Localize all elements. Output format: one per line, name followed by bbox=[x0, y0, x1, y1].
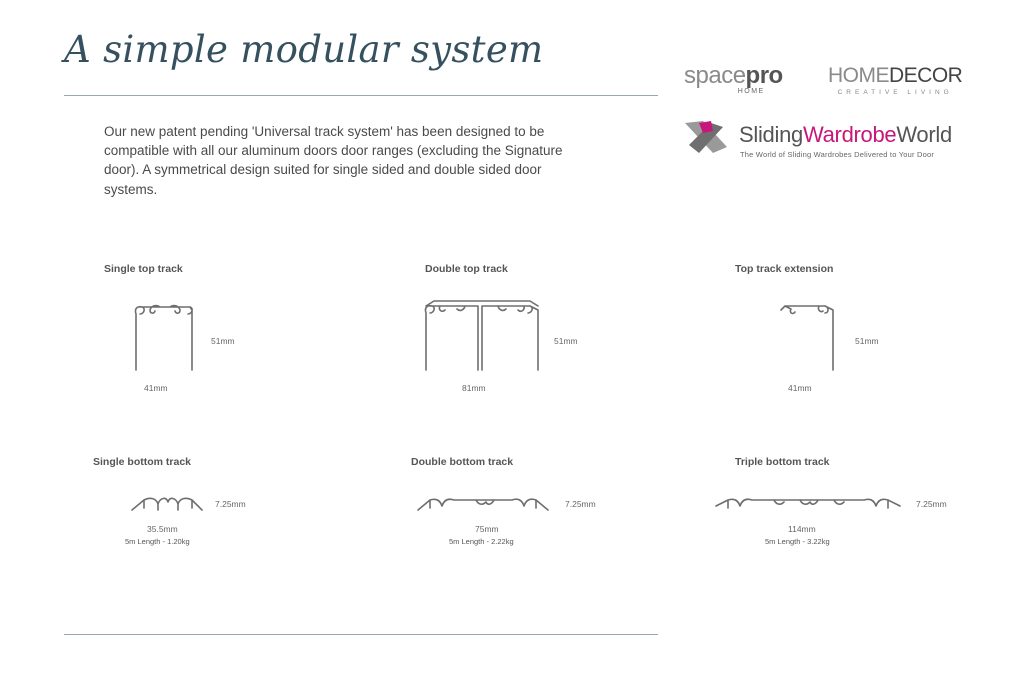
top-extension-profile bbox=[780, 305, 834, 371]
triple-bottom-track-title: Triple bottom track bbox=[735, 456, 830, 468]
double-bottom-track-height: 7.25mm bbox=[565, 499, 596, 509]
single-bottom-track-length: 5m Length - 1.20kg bbox=[125, 537, 190, 546]
homedecor-logo-part1: HOME bbox=[828, 64, 890, 87]
double-bottom-track-length: 5m Length - 2.22kg bbox=[449, 537, 514, 546]
page-title: A simple modular system bbox=[64, 28, 544, 71]
double-top-track-profile bbox=[424, 300, 539, 371]
single-top-track-width: 41mm bbox=[144, 383, 168, 393]
single-top-track-title: Single top track bbox=[104, 263, 183, 275]
sliding-wardrobe-world-icon bbox=[685, 121, 727, 153]
intro-paragraph: Our new patent pending 'Universal track … bbox=[104, 124, 563, 197]
homedecor-logo-sub: CREATIVE LIVING bbox=[837, 89, 953, 96]
top-extension-height: 51mm bbox=[855, 336, 879, 346]
triple-bottom-track-height: 7.25mm bbox=[916, 499, 947, 509]
footer-divider bbox=[64, 634, 658, 635]
single-top-track-profile bbox=[134, 304, 193, 371]
double-bottom-track-title: Double bottom track bbox=[411, 456, 514, 468]
double-bottom-track-width: 75mm bbox=[475, 524, 499, 534]
double-bottom-track-profile bbox=[417, 498, 549, 511]
triple-bottom-track-profile bbox=[715, 498, 901, 509]
single-bottom-track-profile bbox=[131, 497, 203, 511]
homedecor-logo: HOMEDECOR CREATIVE LIVING bbox=[828, 64, 963, 96]
double-top-track-width: 81mm bbox=[462, 383, 486, 393]
header-divider bbox=[64, 95, 658, 96]
top-extension-width: 41mm bbox=[788, 383, 812, 393]
double-top-track-title: Double top track bbox=[425, 263, 508, 275]
triple-bottom-track-width: 114mm bbox=[788, 524, 816, 534]
spacepro-logo-part1: space bbox=[684, 62, 746, 89]
triple-bottom-track-length: 5m Length - 3.22kg bbox=[765, 537, 830, 546]
spacepro-logo-part2: pro bbox=[745, 62, 784, 89]
single-bottom-track-width: 35.5mm bbox=[147, 524, 178, 534]
sww-logo-part2: Wardrobe bbox=[802, 122, 897, 147]
double-top-track-height: 51mm bbox=[554, 336, 578, 346]
spacepro-logo-sub: HOME bbox=[737, 88, 765, 95]
homedecor-logo-part2: DECOR bbox=[889, 64, 963, 87]
single-bottom-track-title: Single bottom track bbox=[93, 456, 192, 468]
sww-logo-part3: World bbox=[896, 122, 952, 147]
spacepro-logo: spacepro HOME bbox=[684, 62, 783, 95]
single-top-track-height: 51mm bbox=[211, 336, 235, 346]
top-extension-title: Top track extension bbox=[735, 263, 834, 275]
single-bottom-track-height: 7.25mm bbox=[215, 499, 246, 509]
sww-logo-part1: Sliding bbox=[739, 122, 803, 147]
sww-tagline: The World of Sliding Wardrobes Delivered… bbox=[740, 150, 935, 159]
